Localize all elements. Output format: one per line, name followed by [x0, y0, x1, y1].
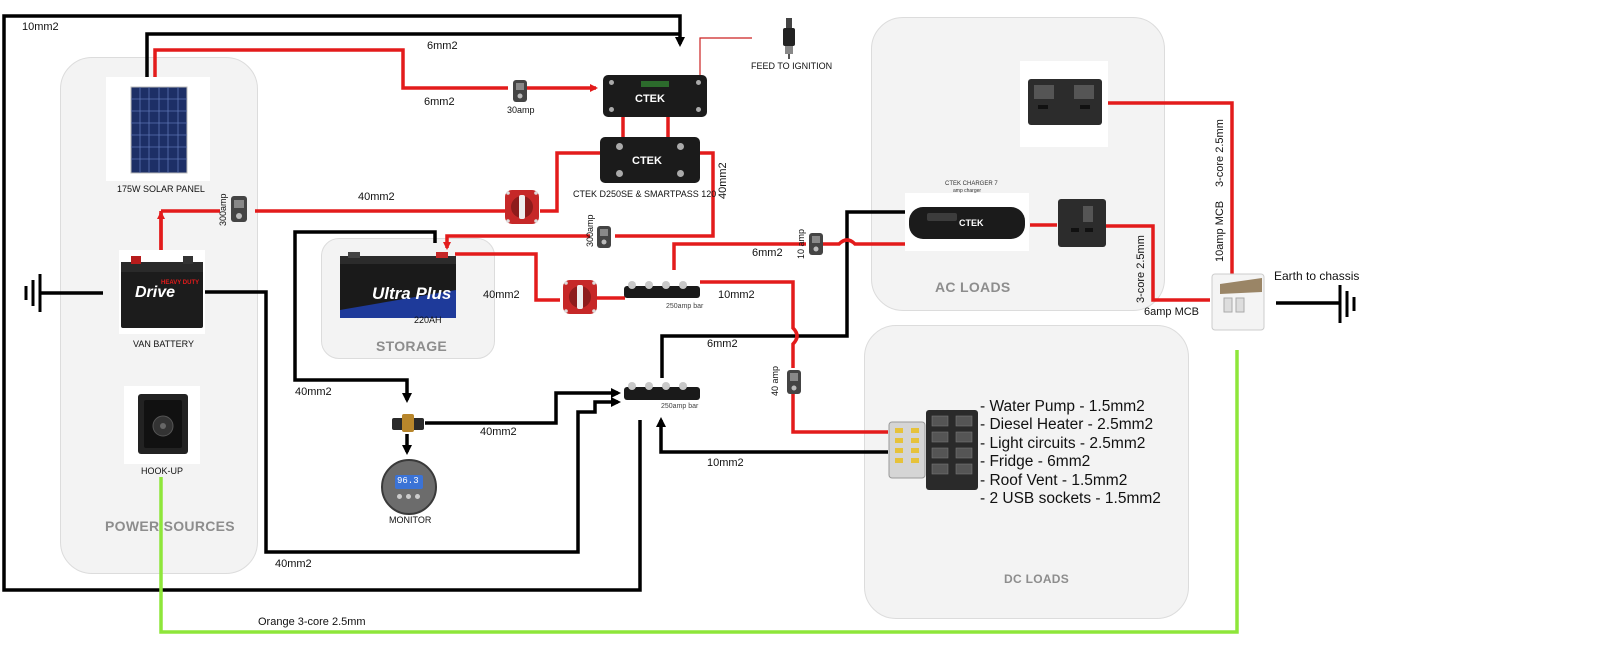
black-wire-ac-charger	[660, 210, 905, 378]
dc-load-item: - Water Pump - 1.5mm2	[980, 398, 1145, 415]
battery-isolator-storage-icon	[563, 280, 597, 314]
storage-title: STORAGE	[376, 338, 448, 354]
red-wire-mcb-socket-bottom	[1105, 224, 1210, 302]
leisure-battery-brand: Ultra Plus	[372, 284, 452, 303]
wire-label-30amp: 30amp	[507, 105, 535, 115]
ctek-combo-label: CTEK D250SE & SMARTPASS 120	[573, 189, 717, 199]
shunt-icon	[392, 414, 424, 432]
wire-label-40mm2-shunt: 40mm2	[480, 426, 517, 438]
wire-label-top-6mm2: 6mm2	[427, 40, 458, 52]
wire-label-top-10mm2: 10mm2	[22, 21, 59, 33]
ctek-smartpass-logo: CTEK	[632, 155, 662, 167]
ignition-plug-icon	[783, 18, 795, 59]
wire-label-40mm2-solar: 40mm2	[358, 191, 395, 203]
wire-label-10amp-mcb: 10amp MCB	[1214, 200, 1226, 262]
wire-label-6amp-mcb: 6amp MCB	[1144, 306, 1200, 318]
double-socket-icon	[1020, 61, 1108, 147]
bus-bar-bottom-label: 250amp bar	[661, 403, 699, 410]
ctek-charger-title: CTEK CHARGER 7	[945, 181, 998, 187]
ctek-charger-sub: amp charger	[953, 188, 982, 194]
red-wire-mcb-socket-top	[1107, 101, 1234, 275]
wire-label-300amp-mid: 300amp	[585, 214, 595, 247]
wire-label-40mm2-ctek: 40mm2	[717, 162, 729, 199]
van-battery-sub: HEAVY DUTY	[161, 280, 200, 286]
power-sources-title: POWER SOURCES	[105, 518, 235, 534]
dc-load-item: - Roof Vent - 1.5mm2	[980, 471, 1128, 489]
dc-load-item: - 2 USB sockets - 1.5mm2	[980, 490, 1161, 508]
wire-label-3core-socket: 3-core 2.5mm	[1135, 235, 1147, 303]
fuse-300amp-mid-icon	[597, 226, 611, 248]
monitor-reading: 96.3	[397, 476, 419, 486]
earth-symbol-right	[1338, 285, 1356, 323]
red-wire-ctek-to-storage	[447, 151, 715, 248]
wire-label-300amp-left: 300amp	[218, 193, 228, 226]
ctek-charger-logo: CTEK	[959, 218, 984, 228]
fuse-30amp-icon	[513, 80, 527, 102]
black-wire-shunt-bus	[425, 388, 621, 425]
battery-monitor-icon: 96.3	[381, 459, 437, 515]
van-battery-brand: Drive	[135, 284, 176, 301]
ctek-d250se-icon: CTEK	[603, 75, 707, 117]
dc-load-item: - Diesel Heater - 2.5mm2	[980, 416, 1154, 434]
ac-loads-title: AC LOADS	[935, 279, 1011, 295]
dc-load-item: - Fridge - 6mm2	[980, 453, 1091, 471]
hookup-label: HOOK-UP	[141, 466, 184, 476]
bus-bar-bottom-icon	[624, 382, 700, 400]
wire-label-6mm2-charger: 6mm2	[752, 247, 783, 259]
wire-label-40mm2-storage: 40mm2	[483, 289, 520, 301]
black-wire-solar	[145, 32, 680, 77]
ac-loads-panel	[871, 17, 1165, 311]
ctek-smartpass-icon: CTEK	[600, 137, 700, 183]
earth-symbol-left	[24, 274, 42, 312]
battery-isolator-solar-icon	[505, 190, 539, 224]
wire-label-3core-top: 3-core 2.5mm	[1214, 119, 1226, 187]
red-wire-bus-to-fusebox	[700, 280, 888, 434]
dc-switch-panel-icon	[926, 410, 978, 490]
wire-label-orange-cable: Orange 3-core 2.5mm	[258, 616, 366, 628]
fuse-300amp-left-icon	[231, 196, 247, 222]
dc-loads-list: - Water Pump - 1.5mm2 - Diesel Heater - …	[980, 398, 1161, 508]
wire-label-10amp: 10 amp	[796, 228, 806, 259]
leisure-battery-capacity: 220AH	[414, 315, 442, 325]
monitor-label: MONITOR	[389, 515, 432, 525]
fuse-10amp-icon	[809, 233, 823, 255]
feed-to-ignition-label: FEED TO IGNITION	[751, 61, 833, 71]
solar-panel-icon	[106, 77, 210, 181]
leisure-battery-icon: Ultra Plus	[338, 250, 458, 320]
earth-to-chassis-label: Earth to chassis	[1274, 269, 1360, 283]
van-battery-label: VAN BATTERY	[133, 339, 195, 349]
dc-load-item: - Light circuits - 2.5mm2	[980, 434, 1146, 452]
van-battery-icon: Drive HEAVY DUTY	[119, 250, 205, 334]
black-wire-fusebox	[656, 417, 888, 454]
wire-label-10mm2-fusebox: 10mm2	[707, 457, 744, 469]
wire-label-10mm2-bus: 10mm2	[718, 289, 755, 301]
solar-panel-label: 175W SOLAR PANEL	[117, 184, 205, 194]
bus-bar-top-icon	[624, 281, 700, 298]
single-socket-icon	[1058, 199, 1106, 247]
black-wire-outer-loop	[2, 14, 685, 592]
wire-label-6mm2-dc: 6mm2	[707, 338, 738, 350]
hookup-socket-icon	[124, 386, 200, 464]
consumer-unit-icon	[1211, 273, 1265, 331]
wire-label-40mm2-bottom: 40mm2	[275, 558, 312, 570]
ctek-d250se-logo: CTEK	[635, 93, 665, 105]
green-wire-hookup	[159, 350, 1239, 634]
fuse-40amp-icon	[787, 370, 801, 394]
dc-loads-title: DC LOADS	[1004, 572, 1070, 586]
ignition-feed-wire	[699, 37, 752, 92]
red-wire-solar-ctek	[153, 48, 596, 88]
black-wire-storage-negative	[293, 230, 437, 403]
wire-label-mid-6mm2: 6mm2	[424, 96, 455, 108]
red-wire-storage-to-isolator	[455, 252, 560, 302]
ctek-charger-icon: CTEK CHARGER 7 amp charger CTEK	[905, 181, 1029, 251]
dc-fuse-box-icon	[888, 421, 926, 479]
black-wire-van-negative	[203, 290, 621, 554]
red-wire-bus-to-charger	[672, 238, 905, 270]
bus-bar-top-label: 250amp bar	[666, 303, 704, 310]
wire-label-40mm2-left: 40mm2	[295, 386, 332, 398]
wire-label-40amp: 40 amp	[770, 365, 780, 396]
